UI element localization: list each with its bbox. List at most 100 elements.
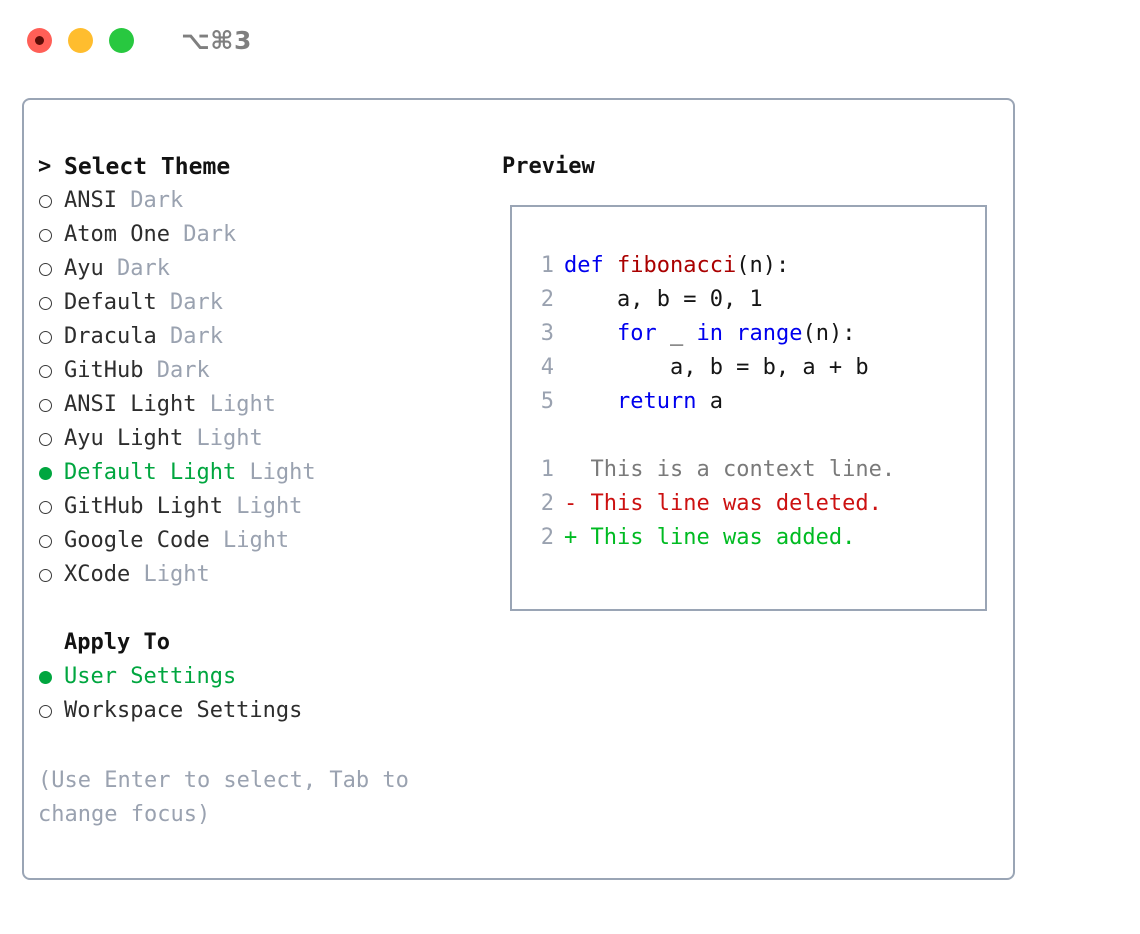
code-line: 3 for _ in range(n): bbox=[528, 317, 977, 351]
theme-option-suffix: Light bbox=[196, 426, 263, 451]
radio-selected-icon bbox=[38, 660, 64, 694]
code-preview-area: 1 def fibonacci(n): 2 a, b = 0, 1 3 for _… bbox=[528, 249, 977, 555]
code-token: return bbox=[616, 389, 697, 414]
code-line: 5 return a bbox=[528, 385, 977, 419]
theme-option-github[interactable]: GitHub Dark bbox=[38, 354, 488, 388]
line-number: 5 bbox=[540, 389, 554, 414]
theme-option-label: ANSI Light bbox=[64, 392, 197, 417]
code-diff-spacer bbox=[528, 419, 977, 453]
diff-line-added: 2 + This line was added. bbox=[528, 521, 977, 555]
minimize-button[interactable] bbox=[68, 27, 93, 53]
apply-to-option-label: Workspace Settings bbox=[64, 698, 303, 723]
code-token bbox=[723, 317, 736, 351]
theme-option-label: Default Light bbox=[64, 460, 237, 485]
select-theme-header: > Select Theme bbox=[38, 150, 488, 184]
maximize-button[interactable] bbox=[109, 27, 134, 53]
theme-option-default[interactable]: Default Dark bbox=[38, 286, 488, 320]
diff-text: This is a context line. bbox=[590, 457, 896, 482]
close-button[interactable] bbox=[27, 27, 52, 53]
code-token: _ bbox=[656, 321, 697, 346]
theme-option-label: Dracula bbox=[64, 324, 157, 349]
theme-option-label: GitHub Light bbox=[64, 494, 223, 519]
radio-unselected-icon bbox=[38, 388, 64, 422]
title-bar: ⌥⌘3 bbox=[0, 0, 1140, 80]
code-token: a, b = 0, 1 bbox=[564, 287, 763, 312]
theme-option-suffix: Dark bbox=[169, 290, 223, 315]
theme-option-suffix: Dark bbox=[169, 324, 223, 349]
radio-unselected-icon bbox=[38, 218, 64, 252]
theme-option-dracula[interactable]: Dracula Dark bbox=[38, 320, 488, 354]
apply-to-option-label: User Settings bbox=[64, 664, 237, 689]
radio-selected-icon bbox=[38, 456, 64, 490]
theme-option-label: GitHub bbox=[64, 358, 144, 383]
code-token: fibonacci bbox=[617, 253, 737, 278]
code-token bbox=[564, 317, 617, 351]
theme-option-label: ANSI bbox=[64, 188, 117, 213]
theme-option-label: Ayu Light bbox=[64, 426, 184, 451]
radio-unselected-icon bbox=[38, 184, 64, 218]
theme-option-suffix: Dark bbox=[156, 358, 210, 383]
apply-to-option-workspace-settings[interactable]: Workspace Settings bbox=[38, 694, 488, 728]
line-number: 1 bbox=[540, 253, 554, 278]
code-token: range bbox=[736, 321, 803, 346]
theme-option-google-code[interactable]: Google Code Light bbox=[38, 524, 488, 558]
theme-selector-column: > Select Theme ANSI Dark Atom One Dark Ay… bbox=[38, 150, 488, 728]
radio-unselected-icon bbox=[38, 694, 64, 728]
theme-option-suffix: Light bbox=[222, 528, 290, 553]
code-token bbox=[604, 249, 617, 283]
radio-unselected-icon bbox=[38, 524, 64, 558]
code-line: 1 def fibonacci(n): bbox=[528, 249, 977, 283]
theme-option-suffix: Dark bbox=[117, 256, 170, 281]
diff-sign bbox=[564, 453, 591, 487]
diff-text: This line was added. bbox=[590, 525, 856, 550]
code-token: def bbox=[564, 253, 604, 278]
theme-option-ayu-light[interactable]: Ayu Light Light bbox=[38, 422, 488, 456]
theme-option-suffix: Light bbox=[143, 562, 210, 587]
keyboard-shortcut-label: ⌥⌘3 bbox=[181, 25, 252, 55]
diff-line-context: 1 This is a context line. bbox=[528, 453, 977, 487]
theme-option-ansi-light[interactable]: ANSI Light Light bbox=[38, 388, 488, 422]
theme-option-label: XCode bbox=[64, 562, 131, 587]
diff-sign: - bbox=[564, 491, 591, 516]
code-token: in bbox=[696, 321, 723, 346]
apply-to-option-user-settings[interactable]: User Settings bbox=[38, 660, 488, 694]
code-token: for bbox=[616, 321, 657, 346]
code-token bbox=[564, 385, 617, 419]
select-theme-header-label: Select Theme bbox=[64, 154, 231, 180]
theme-option-suffix: Light bbox=[209, 392, 276, 417]
diff-line-deleted: 2- This line was deleted. bbox=[528, 487, 977, 521]
theme-option-suffix: Dark bbox=[183, 222, 237, 247]
prompt-caret-icon: > bbox=[38, 154, 52, 179]
line-number: 1 bbox=[540, 457, 554, 482]
theme-option-label: Default bbox=[64, 290, 157, 315]
line-number: 2 bbox=[540, 491, 554, 516]
apply-to-title: Apply To bbox=[64, 630, 170, 655]
theme-option-label: Google Code bbox=[64, 528, 210, 553]
theme-option-label: Atom One bbox=[64, 222, 170, 247]
radio-unselected-icon bbox=[38, 286, 64, 320]
diff-sign: + bbox=[564, 525, 591, 550]
preview-title: Preview bbox=[502, 154, 595, 179]
theme-option-atom-one[interactable]: Atom One Dark bbox=[38, 218, 488, 252]
code-line: 2 a, b = 0, 1 bbox=[528, 283, 977, 317]
theme-option-xcode[interactable]: XCode Light bbox=[38, 558, 488, 592]
theme-option-default-light[interactable]: Default Light Light bbox=[38, 456, 488, 490]
theme-option-ansi[interactable]: ANSI Dark bbox=[38, 184, 488, 218]
section-spacer bbox=[38, 592, 488, 626]
code-token: (n): bbox=[736, 253, 790, 278]
code-token: a bbox=[696, 389, 723, 414]
theme-option-github-light[interactable]: GitHub Light Light bbox=[38, 490, 488, 524]
theme-option-label: Ayu bbox=[64, 256, 104, 281]
theme-option-ayu[interactable]: Ayu Dark bbox=[38, 252, 488, 286]
code-line: 4 a, b = b, a + b bbox=[528, 351, 977, 385]
radio-unselected-icon bbox=[38, 558, 64, 592]
preview-box: 1 def fibonacci(n): 2 a, b = 0, 1 3 for _… bbox=[510, 205, 987, 611]
radio-unselected-icon bbox=[38, 354, 64, 388]
apply-to-header: Apply To bbox=[38, 626, 488, 660]
theme-option-suffix: Light bbox=[236, 494, 303, 519]
line-number: 2 bbox=[540, 525, 554, 550]
radio-unselected-icon bbox=[38, 422, 64, 456]
line-number: 4 bbox=[540, 355, 554, 380]
theme-option-suffix: Light bbox=[249, 460, 316, 485]
recording-indicator-icon bbox=[35, 35, 44, 45]
